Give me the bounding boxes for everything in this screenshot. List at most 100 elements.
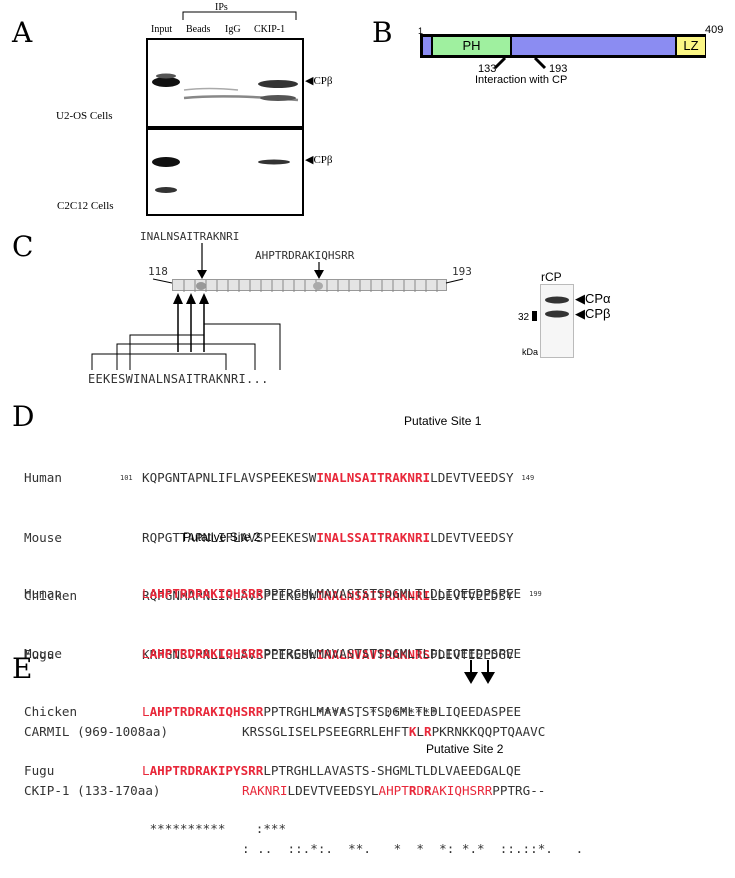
cell-line-u2os: U2-OS Cells [56, 110, 113, 122]
cpb-arrow-gel: ◀CPβ [575, 306, 611, 321]
species-label: Chicken [24, 588, 78, 603]
range-end: 193 [452, 265, 472, 278]
start-num: 101 [120, 474, 133, 482]
bottom-peptide-seq: EEKESWINALNSAITRAKNRI... [88, 372, 269, 386]
panel-e-letter: E [12, 652, 33, 685]
seq-post: LDEVTVEEDSY [430, 588, 514, 603]
ph-domain: PH [431, 37, 512, 55]
cpa-label: CPα [585, 291, 611, 306]
panel-a-letter: A [12, 16, 33, 49]
seq-pre: L [142, 645, 150, 661]
ckip1-r2: R [424, 782, 432, 798]
seq-post: PPTRGHLMAVASTSTSDGMLTLDLIQEEDPSPEE [263, 586, 522, 601]
cell-line-c2c12: C2C12 Cells [57, 200, 114, 212]
blot-c2c12 [146, 128, 304, 216]
rcp-gel [540, 284, 574, 358]
cpb-label-u2os: CPβ [313, 75, 333, 87]
consensus-line: **** . * :****** [142, 705, 438, 720]
blot-u2os [146, 38, 304, 128]
cpb-arrow-c2c12: ◀CPβ [305, 154, 333, 166]
kda-label: kDa [522, 347, 539, 357]
cpb-label-gel: CPβ [585, 306, 611, 321]
seq-site2: AHPTRDRAKIQHSRR [149, 586, 264, 601]
peptide-array-spots [183, 280, 438, 292]
carmil-k: K [408, 724, 417, 739]
seq-site1: INALNSAITRAKNRI [316, 588, 431, 603]
carmil-seq-pre: KRSSGLISELPSEEGRRLEHFT [242, 724, 409, 739]
domain-end: 409 [705, 24, 724, 36]
panel-e-alignment: CARMIL (969-1008aa) KRSSGLISELPSEEGRRLEHF… [24, 683, 583, 878]
alignment-row-chicken: Chicken LAHPTRDRAKIQHSRRPPTRGHLMAVASTSTSD… [24, 702, 542, 722]
ckip1-d: D [416, 782, 425, 798]
carmil-row: CARMIL (969-1008aa) KRSSGLISELPSEEGRRLEHF… [24, 722, 583, 742]
seq-pre: RQPGNMAPNLIFLAVSPEEKESW [142, 588, 317, 603]
ckip1-protein-bar: PH LZ [420, 34, 706, 58]
domain-start: 1 [418, 26, 424, 36]
carmil-l: L [416, 724, 424, 739]
carmil-r: R [424, 724, 432, 739]
panel-c-letter: C [12, 230, 34, 263]
alignment-row-mouse: Mouse LAHPTRDRAKIQHSRRPPTRGHLMAVASTSTSDGM… [24, 644, 542, 664]
alignment-row-chicken: Chicken RQPGNMAPNLIFLAVSPEEKESWINALNSAITR… [24, 586, 534, 606]
seq-post: PPTRGHLMAVASTSTSDGMLTLDLIQEEDPSPEE [263, 645, 522, 661]
seq-post: LDEVTVEEDSY [430, 529, 514, 545]
site2-label-e: Putative Site 2 [426, 742, 504, 756]
ckip1-row: CKIP-1 (133-170aa)RAKNRILDEVTVEEDSYLAHPT… [24, 781, 583, 801]
ckip1-seq-a: RAKNRI [242, 782, 288, 798]
lane-input: Input [151, 24, 173, 35]
blot-c2c12-bands [152, 157, 290, 193]
panel-d-letter: D [12, 400, 35, 433]
seq-site1: INALNVAVTRAKNRS [316, 646, 431, 662]
mw-tick [532, 311, 538, 321]
cpb-label-c2c12: CPβ [313, 154, 333, 166]
rcp-title: rCP [541, 270, 562, 284]
interaction-label: Interaction with CP [475, 74, 568, 86]
ips-bracket [182, 11, 297, 20]
species-label: Chicken [24, 704, 78, 719]
pos-133: 133 [478, 63, 497, 75]
panel-b-letter: B [372, 16, 393, 49]
pos-193: 193 [549, 63, 568, 75]
lane-beads: Beads [186, 24, 211, 35]
cpb-arrow-u2os: ◀CPβ [305, 75, 333, 87]
mw-value: 32 [518, 312, 530, 323]
species-label: Mouse [24, 645, 62, 661]
consensus-row: **** . * :****** [24, 703, 534, 723]
peptide1-label: INALNSAITRAKNRI [140, 230, 240, 243]
seq-site2: AHPTRDRAKIQHSRR [149, 645, 264, 661]
ckip1-label: CKIP-1 (133-170aa) [24, 782, 161, 798]
peptide-array-strip [172, 279, 447, 292]
rcp-gel-bands [545, 296, 569, 318]
species-label: Human [24, 586, 62, 601]
seq-post: FDEVTIEEDGV [430, 646, 514, 662]
seq-site1: INALSSAITRAKNRI [316, 529, 431, 545]
alignment-row-human: Human LAHPTRDRAKIQHSRRPPTRGHLMAVASTSTSDGM… [24, 584, 542, 605]
panel-c-arrows [91, 243, 464, 370]
ckip1-seq-c: AHPT [378, 782, 409, 798]
ckip1-seq-f: PPTRG-- [492, 782, 546, 798]
site2-title: Putative Site 2 [183, 530, 261, 544]
seq-site2: AHPTRDRAKIQHSRR [149, 704, 264, 719]
seq-pre: KRPGNSVPNLLFLAVSPEEKESW [142, 646, 317, 662]
carmil-seq-post: PKRNKKQQPTQAAVC [431, 724, 546, 739]
seq-pre: L [142, 586, 150, 601]
consensus-row: : .. ::.*:. **. * * *: *.* ::.::*. . [24, 839, 583, 859]
ckip1-seq-e: AKIQHSRR [431, 782, 493, 798]
species-label: Mouse [24, 529, 62, 545]
site-arrows [464, 660, 495, 684]
mw-marker: 32 [518, 311, 538, 323]
seq-post: LDEVTVEEDSY [430, 470, 514, 485]
end-num: 199 [529, 590, 542, 598]
seq-pre: KQPGNTAPNLIFLAVSPEEKESW [142, 470, 317, 485]
lane-ckip1: CKIP-1 [254, 24, 286, 35]
species-label: Fugu [24, 646, 55, 662]
lz-domain: LZ [675, 37, 705, 55]
seq-post: PPTRGHLMAVASTSTSDGMLTLDLIQEEDASPEE [263, 704, 522, 719]
seq-site1: INALNSAITRAKNRI [316, 470, 431, 485]
carmil-label: CARMIL (969-1008aa) [24, 724, 169, 739]
species-label: Human [24, 470, 62, 485]
lane-igg: IgG [225, 24, 241, 35]
seq-pre: L [142, 704, 150, 719]
